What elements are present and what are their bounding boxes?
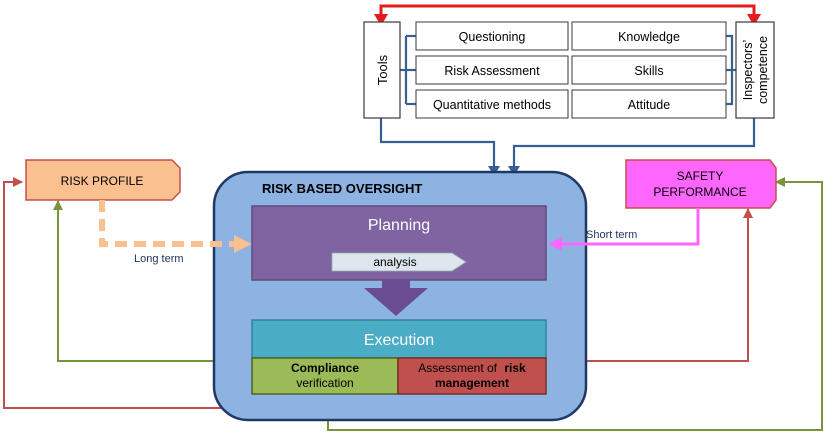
rbo-title: RISK BASED OVERSIGHT bbox=[262, 181, 422, 196]
execution-box: Execution bbox=[251, 319, 547, 359]
tools-item-questioning: Questioning bbox=[459, 30, 526, 44]
competence-item-knowledge: Knowledge bbox=[618, 30, 680, 44]
assessment-box: Assessment of risk management bbox=[397, 357, 547, 395]
compliance-box: Compliance verification bbox=[251, 357, 399, 395]
tools-item-quantitative-methods: Quantitative methods bbox=[433, 98, 551, 112]
short-term-arrow bbox=[548, 208, 700, 251]
safety-performance-line1: SAFETY bbox=[677, 169, 724, 183]
competence-item-attitude: Attitude bbox=[628, 98, 670, 112]
long-term-label: Long term bbox=[134, 253, 184, 265]
analysis-arrow bbox=[331, 252, 467, 272]
feedback-red-safety bbox=[546, 208, 753, 362]
risk-profile-box: RISK PROFILE bbox=[25, 159, 181, 201]
feedback-green-risk-profile bbox=[53, 200, 252, 362]
assessment-line1a: Assessment of bbox=[418, 361, 497, 375]
planning-label: Planning bbox=[368, 217, 430, 234]
tools-item-risk-assessment: Risk Assessment bbox=[444, 64, 540, 78]
competence-label-line2: competence bbox=[756, 36, 770, 104]
compliance-line2: verification bbox=[296, 376, 353, 390]
competence-box: Inspectors’ competence bbox=[735, 21, 775, 119]
risk-profile-label: RISK PROFILE bbox=[61, 174, 144, 188]
safety-performance-box: SAFETY PERFORMANCE bbox=[625, 159, 777, 209]
competence-label-line1: Inspectors’ bbox=[741, 40, 755, 100]
svg-text:Assessment of risk: Assessment of risk bbox=[418, 361, 526, 375]
competence-item-skills: Skills bbox=[634, 64, 663, 78]
short-term-label: Short term bbox=[586, 229, 637, 241]
compliance-line1: Compliance bbox=[291, 361, 359, 375]
competence-items: Knowledge Skills Attitude bbox=[571, 21, 727, 119]
analysis-label: analysis bbox=[373, 255, 416, 269]
competence-connectors bbox=[512, 34, 756, 168]
tools-box: Tools bbox=[363, 21, 401, 119]
tools-items: Questioning Risk Assessment Quantitative… bbox=[415, 21, 569, 119]
planning-box: Planning analysis bbox=[251, 205, 547, 281]
long-term-arrow bbox=[99, 200, 252, 253]
planning-to-execution-arrow bbox=[364, 280, 428, 316]
top-red-arrow bbox=[374, 4, 761, 26]
tools-label: Tools bbox=[375, 54, 390, 85]
assessment-line2: management bbox=[435, 376, 509, 390]
execution-label: Execution bbox=[364, 332, 434, 349]
safety-performance-line2: PERFORMANCE bbox=[653, 185, 746, 199]
tools-connectors bbox=[379, 34, 496, 168]
assessment-line1b: risk bbox=[504, 361, 526, 375]
